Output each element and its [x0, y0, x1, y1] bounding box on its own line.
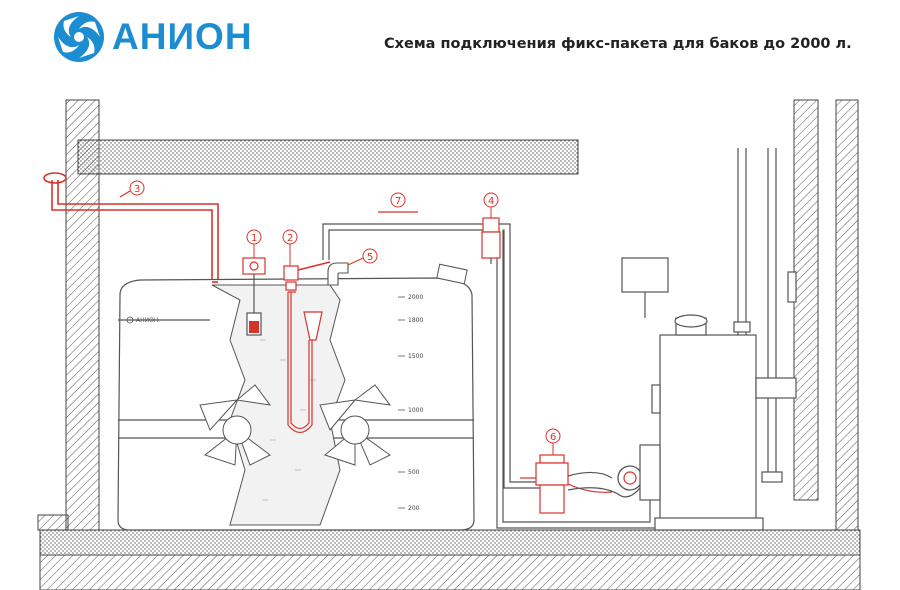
marker-4: 4 [483, 192, 499, 218]
svg-text:3: 3 [134, 184, 140, 195]
scale-mark: 500 [408, 469, 420, 476]
svg-text:4: 4 [488, 196, 494, 207]
supply-line [322, 223, 656, 529]
svg-text:5: 5 [367, 252, 373, 263]
logo-text: АНИОН [112, 16, 253, 57]
vent-pipe [43, 172, 219, 282]
marker-5: 5 [347, 248, 378, 266]
pump-unit [520, 454, 613, 514]
tank-hub-right [319, 384, 392, 466]
level-gauge [242, 257, 266, 336]
scale-mark: 200 [408, 505, 420, 512]
marker-2: 2 [282, 229, 298, 266]
hose-connector [617, 465, 643, 491]
boiler [621, 148, 797, 531]
tank-lid [436, 263, 468, 285]
floor-step [37, 514, 69, 531]
flex-hose [567, 471, 641, 498]
scale-mark: 1800 [408, 317, 423, 324]
tank-brand-icon [126, 316, 134, 324]
marker-1: 1 [246, 229, 262, 258]
svg-text:2: 2 [287, 233, 293, 244]
logo-emblem-icon [54, 12, 104, 62]
svg-text:1: 1 [251, 233, 257, 244]
marker-7: 7 [390, 192, 406, 208]
floor-ground [39, 554, 861, 590]
scale-mark: 1500 [408, 353, 423, 360]
marker-6: 6 [545, 428, 561, 455]
svg-text:7: 7 [395, 196, 401, 207]
floor-slab [39, 529, 861, 556]
inline-filter [481, 217, 501, 264]
tank-brand: АНИОН [136, 317, 158, 324]
marker-3: 3 [129, 180, 145, 196]
right-wall [793, 99, 819, 501]
logo: АНИОН [52, 10, 253, 64]
svg-text:6: 6 [550, 432, 556, 443]
scale-mark: 2000 [408, 294, 423, 301]
right-wall-outer [835, 99, 859, 531]
tank-scale: 2000 1800 1500 1000 500 200 [398, 294, 423, 512]
elbow-fitting [327, 262, 349, 286]
page-title: Схема подключения фикс-пакета для баков … [384, 36, 852, 52]
scale-mark: 1000 [408, 407, 423, 414]
float-valve [283, 261, 331, 434]
tank-hub-left [199, 384, 272, 466]
ceiling-slab [77, 139, 579, 175]
